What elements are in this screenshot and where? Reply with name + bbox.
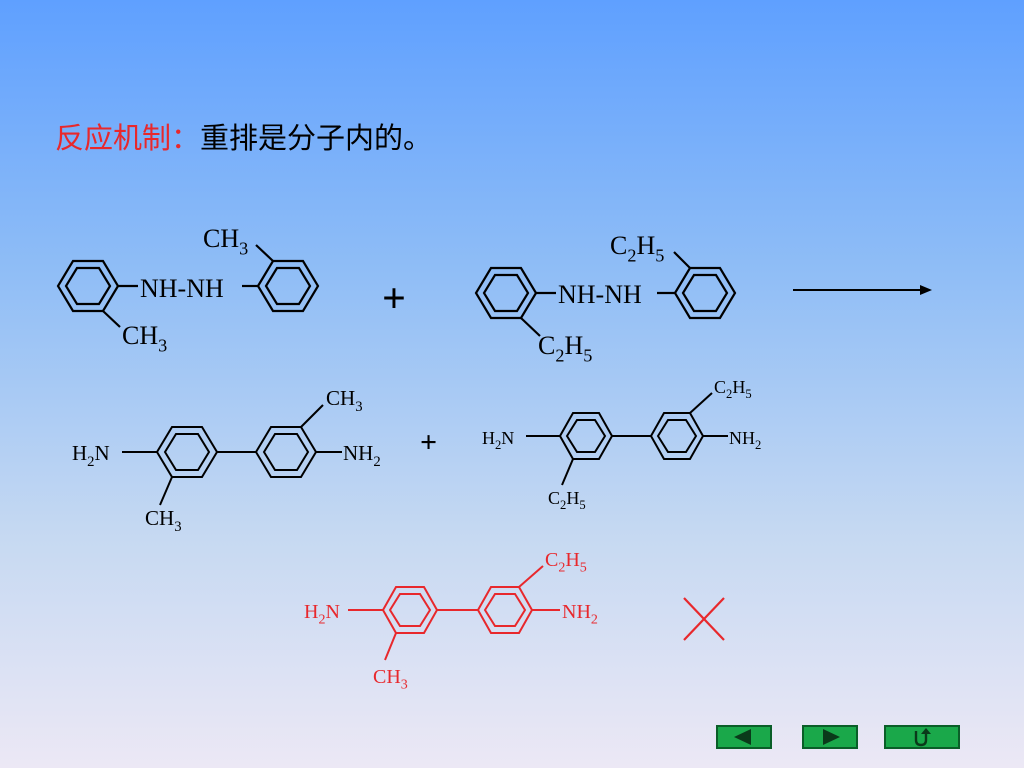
bond [255, 244, 274, 262]
product1-bottom-group: CH3 [145, 506, 182, 535]
reactant2-linker: NH-NH [558, 280, 642, 309]
bond [159, 476, 173, 506]
benzene-ring-inner [483, 593, 527, 627]
product1-left-group: H2N [72, 441, 110, 470]
cross-product-structure [348, 565, 560, 661]
benzene-ring-inner [163, 433, 211, 471]
product2-bottom-group: C2H5 [548, 488, 586, 512]
reactant-hydrazotoluene [56, 244, 320, 328]
bond [520, 317, 541, 337]
bond [518, 565, 544, 588]
title-text: 重排是分子内的。 [200, 121, 433, 155]
reactant1-top-group: CH3 [203, 224, 248, 258]
reactant2-bottom-group: C2H5 [538, 331, 592, 365]
product1-top-group: CH3 [326, 386, 363, 415]
triangle-left-icon [734, 729, 751, 745]
plus-sign: + [420, 426, 437, 459]
reaction-arrow [793, 285, 932, 295]
product2-right-group: NH2 [729, 428, 761, 452]
bond [673, 251, 691, 269]
benzene-ring-inner [64, 266, 112, 306]
return-button[interactable] [884, 725, 960, 749]
reactant1-bottom-group: CH3 [122, 321, 167, 355]
benzene-ring-inner [264, 266, 312, 306]
wrong-x-icon [683, 597, 725, 641]
triangle-right-icon [823, 729, 840, 745]
bond [561, 458, 574, 486]
reactant2-top-group: C2H5 [610, 231, 664, 265]
bond [689, 392, 713, 414]
plus-sign: + [382, 276, 406, 322]
product-dimethylbenzidine [122, 404, 342, 506]
cross-product-left-group: H2N [304, 601, 340, 628]
benzene-ring-inner [482, 273, 530, 313]
benzene-ring-inner [565, 419, 607, 453]
product2-left-group: H2N [482, 428, 514, 452]
cross-product-right-group: NH2 [562, 601, 598, 628]
benzene-ring-inner [656, 419, 698, 453]
next-slide-button[interactable] [802, 725, 858, 749]
benzene-ring-inner [388, 593, 432, 627]
benzene-ring-inner [262, 433, 310, 471]
bond [102, 310, 121, 328]
reactant1-linker: NH-NH [140, 274, 224, 303]
cross-product-top-group: C2H5 [545, 549, 587, 576]
cross-product-bottom-group: CH3 [373, 666, 408, 693]
benzene-ring-inner [681, 273, 729, 313]
reactant-diethylhydrazobenzene [474, 251, 737, 337]
previous-slide-button[interactable] [716, 725, 772, 749]
title-label: 反应机制： [55, 121, 201, 155]
product1-right-group: NH2 [343, 441, 381, 470]
slide-title: 反应机制：重排是分子内的。 [55, 115, 432, 157]
return-arrow-icon [914, 728, 931, 747]
bond [384, 632, 397, 661]
product2-top-group: C2H5 [714, 377, 752, 401]
bond [300, 404, 324, 428]
product-diethylbenzidine [526, 392, 728, 486]
